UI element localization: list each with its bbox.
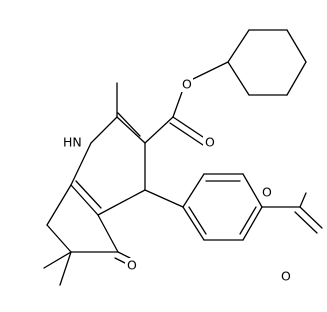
bond (90, 116, 118, 144)
methyl-ester-oxygen-label: O (262, 185, 272, 200)
bond (59, 251, 72, 286)
bond (242, 206, 263, 241)
bond (182, 206, 205, 241)
bond (144, 116, 174, 144)
bond (46, 184, 72, 226)
bond (242, 173, 263, 208)
bond (294, 211, 318, 234)
bond (227, 29, 250, 63)
bond (116, 116, 146, 144)
bond (227, 61, 250, 96)
ester-carbonyl-oxygen-label: O (205, 135, 215, 150)
bond (46, 224, 72, 253)
ketone-oxygen-label: O (127, 258, 137, 273)
bond (299, 192, 307, 208)
bond (286, 29, 307, 63)
bond (43, 251, 72, 269)
bond (188, 206, 207, 235)
bond-layer (43, 29, 323, 286)
bond (117, 251, 131, 259)
bond (239, 206, 257, 235)
ester-oxygen-label: O (182, 77, 192, 92)
bond (172, 91, 183, 118)
bond (190, 61, 229, 81)
bond (286, 61, 307, 96)
bond (70, 142, 92, 186)
bond (97, 214, 119, 253)
bond (117, 112, 141, 137)
ring-nh-label: HN (63, 135, 82, 150)
bond (97, 189, 146, 216)
bond (172, 116, 207, 140)
methyl-ester-carbonyl-oxygen-label: O (281, 269, 291, 284)
bond (75, 180, 102, 209)
bond (70, 184, 99, 216)
bond (299, 206, 323, 229)
atom-label-layer: O O HN O O O (61, 76, 293, 285)
bond (144, 189, 184, 208)
bond (182, 173, 205, 208)
bond (169, 122, 204, 146)
